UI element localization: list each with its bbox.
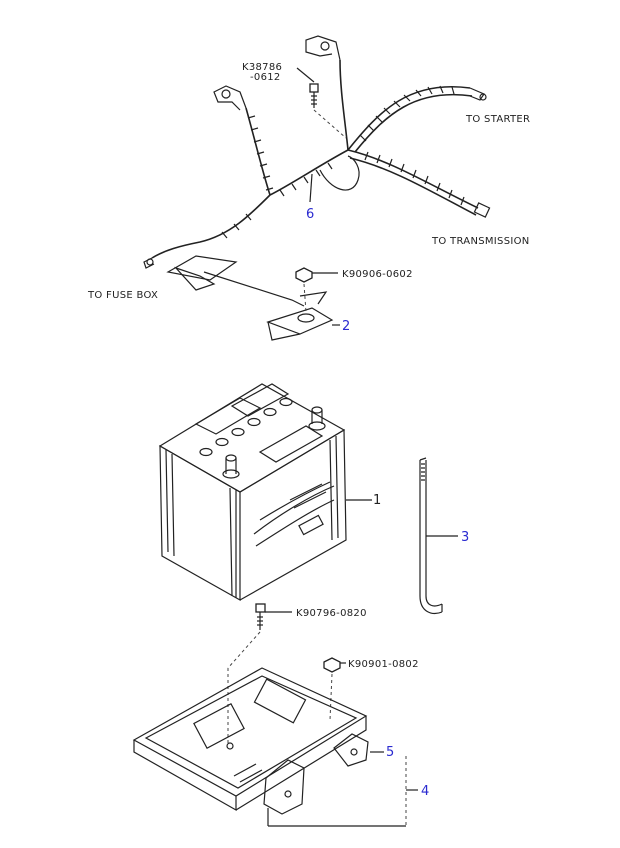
callout-4: 4 (421, 784, 429, 799)
label-to-transmission: TO TRANSMISSION (431, 236, 530, 247)
battery (158, 383, 347, 602)
part-label-k90906: K90906-0602 (342, 269, 413, 280)
part-label-k38786: K38786 (242, 62, 282, 73)
wiring-harness (143, 35, 491, 269)
bolt-k90796-icon (227, 603, 292, 746)
part-label-k38786-suffix: -0612 (250, 72, 281, 83)
callout-3: 3 (461, 530, 469, 545)
cable-bracket (166, 255, 334, 341)
callout-bracket-4 (267, 751, 418, 827)
nut-k90901-icon (323, 657, 346, 721)
nut-k90906-icon (295, 267, 338, 313)
label-to-starter: TO STARTER (465, 114, 530, 125)
label-to-fuse-box: TO FUSE BOX (87, 290, 158, 301)
callout-6: 6 (306, 207, 314, 222)
battery-tray (132, 667, 369, 815)
part-label-k90901: K90901-0802 (348, 659, 419, 670)
bolt-k38786-icon (296, 67, 347, 139)
hold-down-rod (419, 457, 443, 615)
callout-1: 1 (373, 493, 381, 508)
callout-2: 2 (342, 319, 350, 334)
part-label-k90796: K90796-0820 (296, 608, 367, 619)
leader-6 (309, 173, 313, 203)
callout-5: 5 (386, 745, 394, 760)
